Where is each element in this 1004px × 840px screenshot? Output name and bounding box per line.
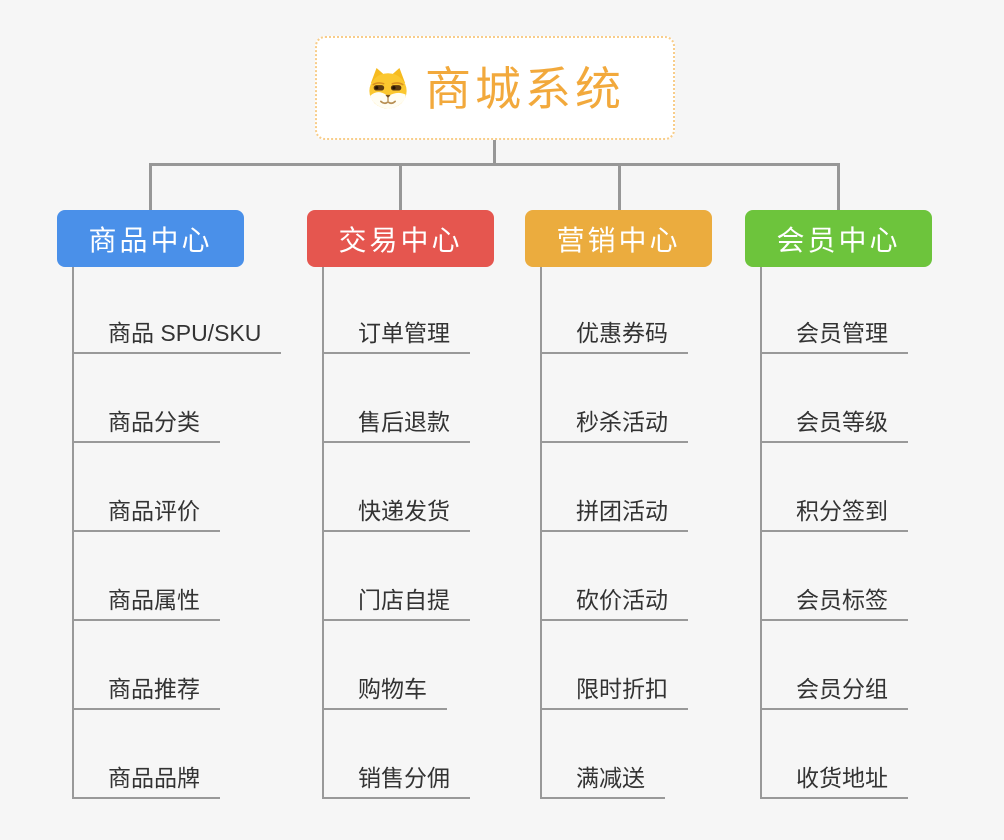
branch-col-trade-center: 订单管理 售后退款 快递发货 门店自提 购物车 销售分佣 [322, 267, 564, 799]
leaf-node[interactable]: 商品推荐 [74, 672, 220, 710]
connector-drop-member [837, 166, 840, 210]
leaf-node[interactable]: 商品品牌 [74, 761, 220, 799]
leaf-node[interactable]: 购物车 [324, 672, 447, 710]
leaf-node[interactable]: 会员分组 [762, 672, 908, 710]
leaf-node[interactable]: 门店自提 [324, 583, 470, 621]
leaf-node[interactable]: 商品评价 [74, 494, 220, 532]
connector-root-stub [493, 140, 496, 163]
root-title: 商城系统 [425, 63, 625, 115]
branch-header-member-center[interactable]: 会员中心 [745, 210, 932, 267]
connector-drop-product [149, 166, 152, 210]
shiba-dog-icon [365, 67, 411, 109]
leaf-node[interactable]: 拼团活动 [542, 494, 688, 532]
leaf-node[interactable]: 快递发货 [324, 494, 470, 532]
leaf-node[interactable]: 商品分类 [74, 405, 220, 443]
leaf-node[interactable]: 优惠券码 [542, 316, 688, 354]
branch-col-marketing-center: 优惠券码 秒杀活动 拼团活动 砍价活动 限时折扣 满减送 [540, 267, 782, 799]
connector-bus [149, 163, 840, 166]
leaf-node[interactable]: 收货地址 [762, 761, 908, 799]
leaf-node[interactable]: 会员等级 [762, 405, 908, 443]
leaf-node[interactable]: 订单管理 [324, 316, 470, 354]
branch-header-product-center[interactable]: 商品中心 [57, 210, 244, 267]
branch-header-marketing-center[interactable]: 营销中心 [525, 210, 712, 267]
connector-drop-trade [399, 166, 402, 210]
leaf-node[interactable]: 满减送 [542, 761, 665, 799]
leaf-node[interactable]: 售后退款 [324, 405, 470, 443]
leaf-node[interactable]: 砍价活动 [542, 583, 688, 621]
leaf-node[interactable]: 限时折扣 [542, 672, 688, 710]
branch-col-member-center: 会员管理 会员等级 积分签到 会员标签 会员分组 收货地址 [760, 267, 1002, 799]
leaf-node[interactable]: 商品属性 [74, 583, 220, 621]
connector-drop-marketing [618, 166, 621, 210]
branch-header-trade-center[interactable]: 交易中心 [307, 210, 494, 267]
branch-col-product-center: 商品 SPU/SKU 商品分类 商品评价 商品属性 商品推荐 商品品牌 [72, 267, 314, 799]
leaf-node[interactable]: 积分签到 [762, 494, 908, 532]
leaf-node[interactable]: 商品 SPU/SKU [74, 316, 282, 354]
leaf-node[interactable]: 会员标签 [762, 583, 908, 621]
leaf-node[interactable]: 销售分佣 [324, 761, 470, 799]
leaf-node[interactable]: 秒杀活动 [542, 405, 688, 443]
root-node[interactable]: 商城系统 [315, 36, 675, 140]
leaf-node[interactable]: 会员管理 [762, 316, 908, 354]
